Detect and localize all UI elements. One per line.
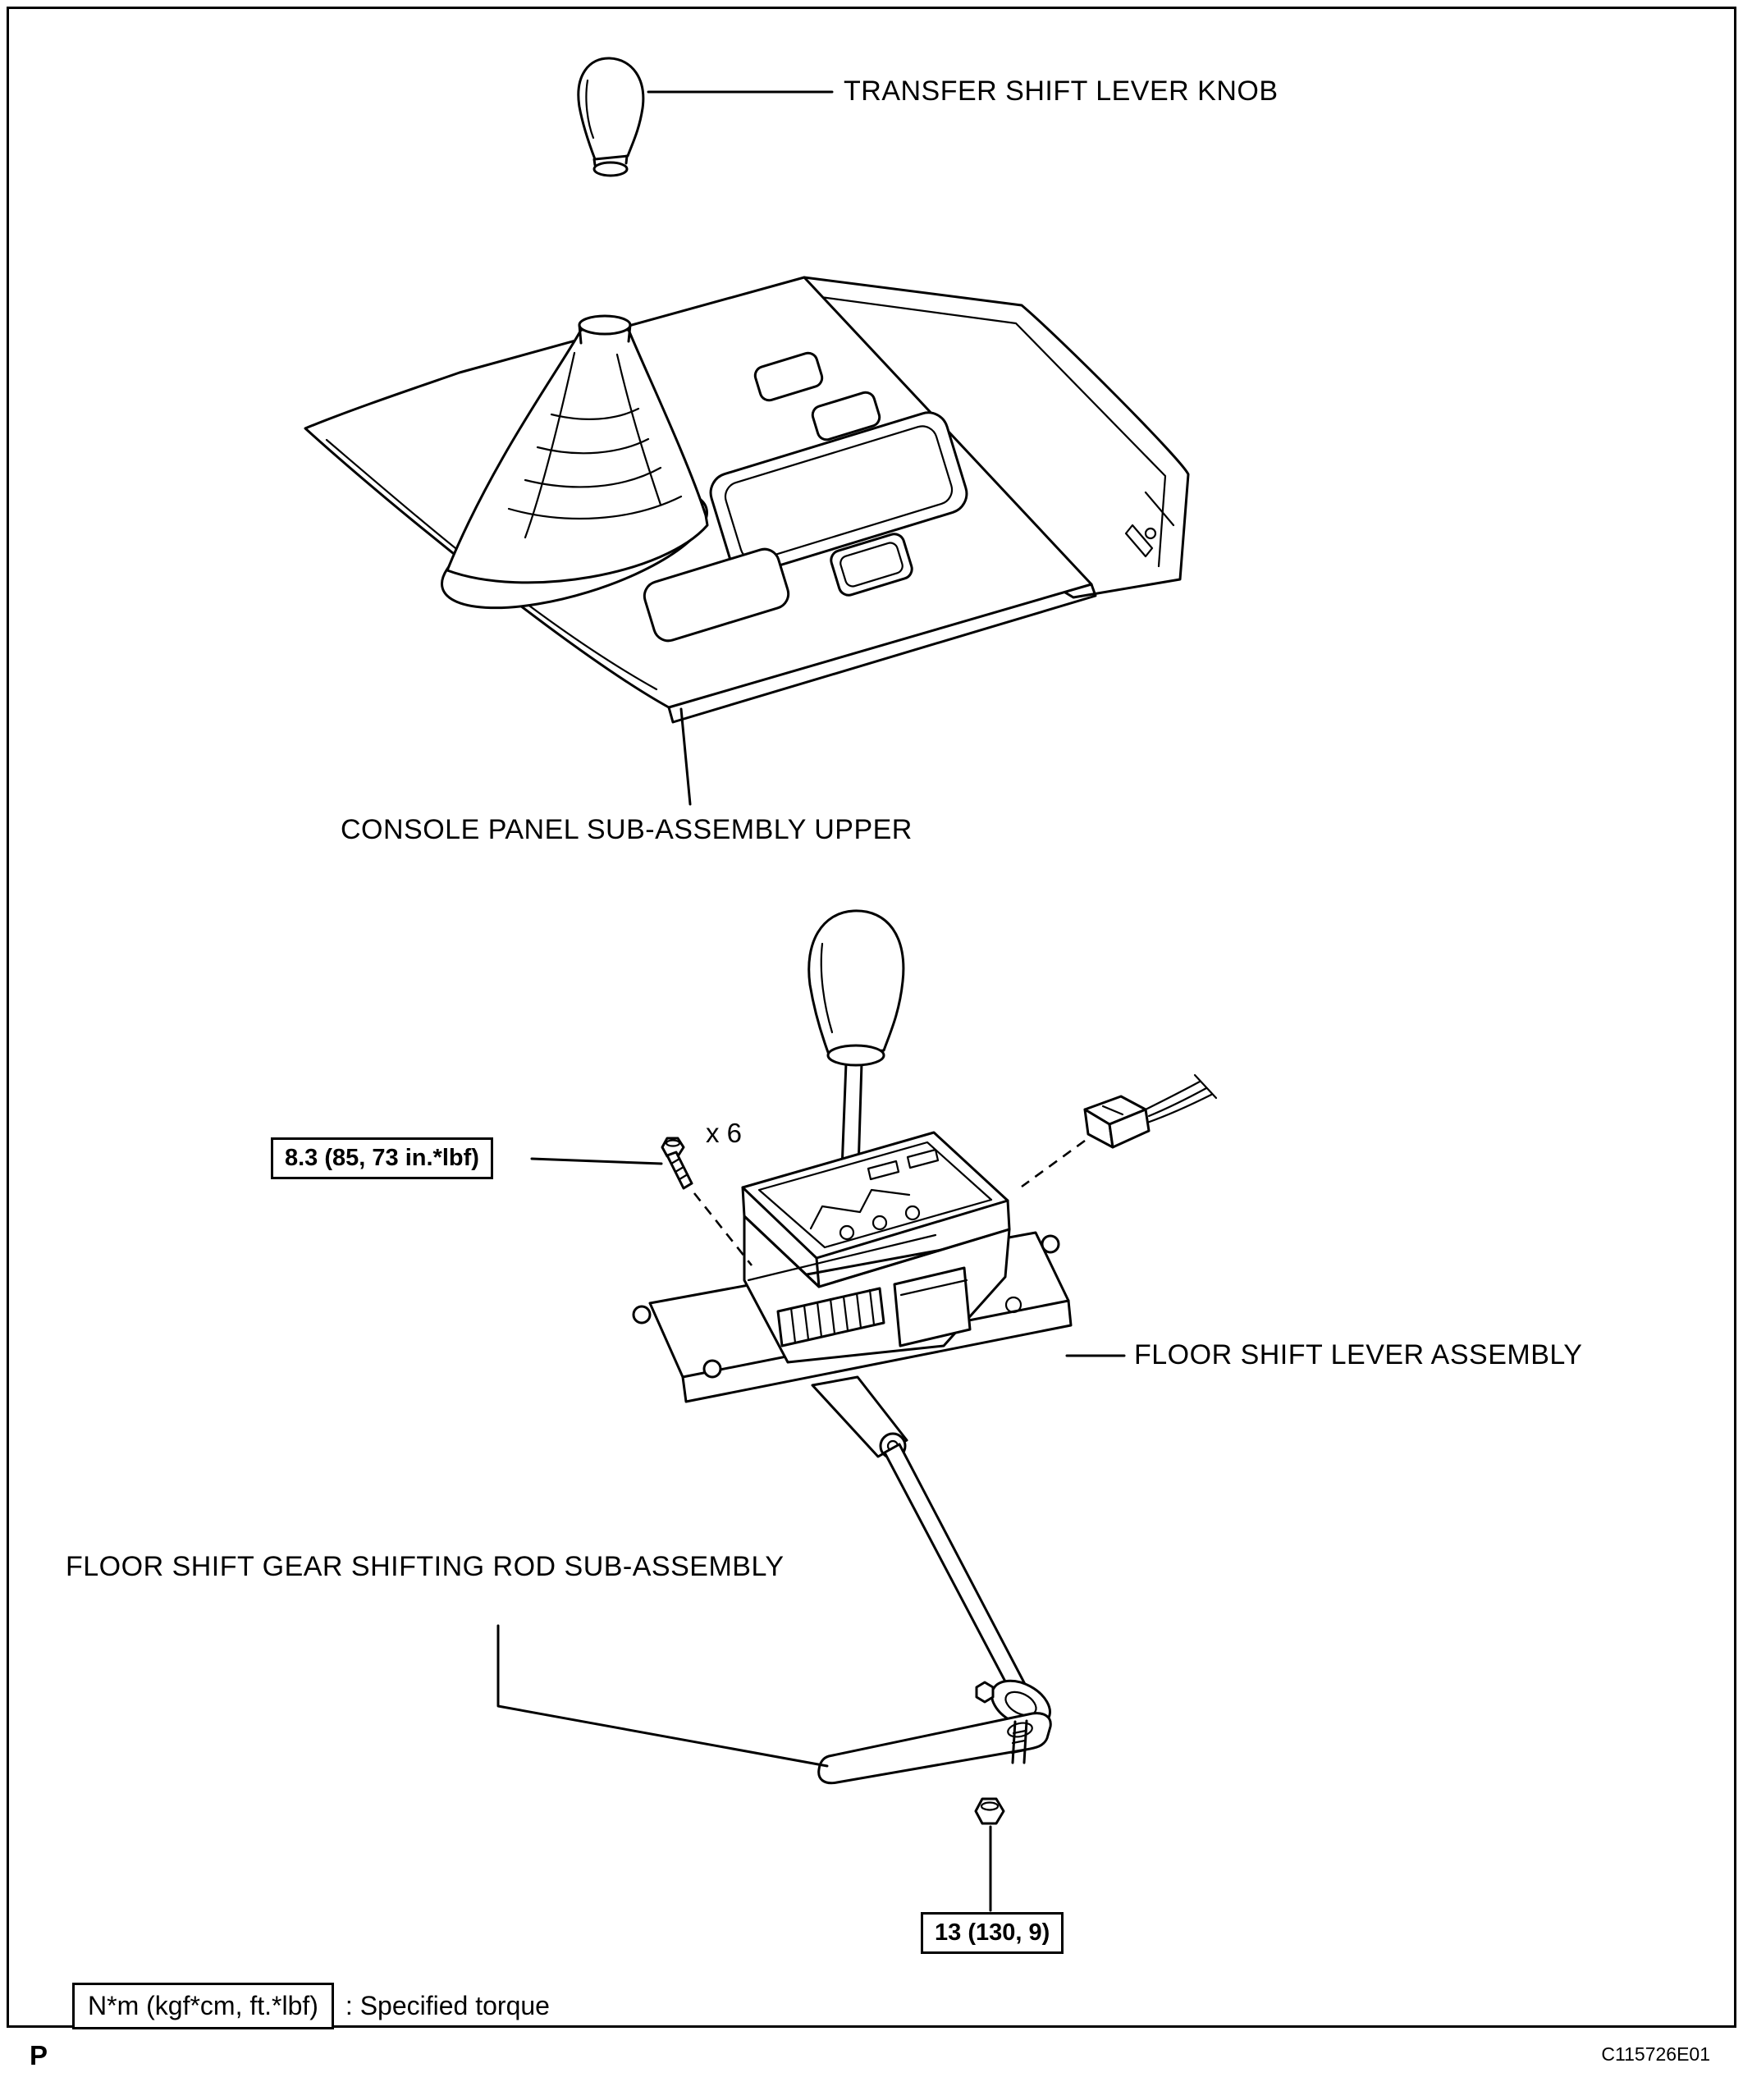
figure-code: C115726E01: [1601, 2043, 1710, 2065]
shift-rod-icon: [883, 1443, 1051, 1728]
torque-spec-bolt: 8.3 (85, 73 in.*lbf): [271, 1137, 493, 1179]
torque-legend: N*m (kgf*cm, ft.*lbf) : Specified torque: [72, 1983, 550, 2029]
label-transfer-shift-lever-knob: TRANSFER SHIFT LEVER KNOB: [844, 75, 1279, 107]
figure-border: [7, 7, 1736, 2028]
torque-legend-unit-box: N*m (kgf*cm, ft.*lbf): [72, 1983, 334, 2029]
leader-line-console-panel: [679, 707, 692, 806]
clevis-bolt-head-icon: [975, 1681, 995, 1704]
leader-line-shifting-rod: [496, 1624, 829, 1768]
nut-icon: [974, 1797, 1005, 1825]
label-bolt-count: x 6: [706, 1118, 743, 1148]
leader-line-bolt-torque: [530, 1157, 663, 1165]
bolt-icon: [661, 1137, 693, 1190]
label-console-panel: CONSOLE PANEL SUB-ASSEMBLY UPPER: [341, 814, 913, 845]
shift-boot-icon: [441, 314, 709, 610]
label-floor-shift-assembly: FLOOR SHIFT LEVER ASSEMBLY: [1134, 1339, 1583, 1370]
torque-legend-description: : Specified torque: [345, 1991, 550, 2020]
bolt-alignment-line: [693, 1192, 753, 1266]
console-panel-icon: [304, 276, 1097, 724]
console-rear-tray-icon: [803, 276, 1190, 599]
page-marker: P: [30, 2040, 48, 2070]
assembly-connector-block-icon: [776, 1287, 885, 1347]
torque-spec-rod-nut: 13 (130, 9): [921, 1912, 1064, 1954]
shift-gate-plate-icon: [741, 1131, 1011, 1288]
label-shifting-rod: FLOOR SHIFT GEAR SHIFTING ROD SUB-ASSEMB…: [66, 1551, 785, 1582]
shift-knob-icon: [807, 909, 905, 1067]
wire-connector-icon: [1083, 1073, 1218, 1149]
transfer-shift-lever-knob-icon: [577, 57, 645, 177]
floor-shift-lever-assembly-icon: [632, 909, 1073, 1825]
connector-alignment-line: [1021, 1139, 1086, 1188]
